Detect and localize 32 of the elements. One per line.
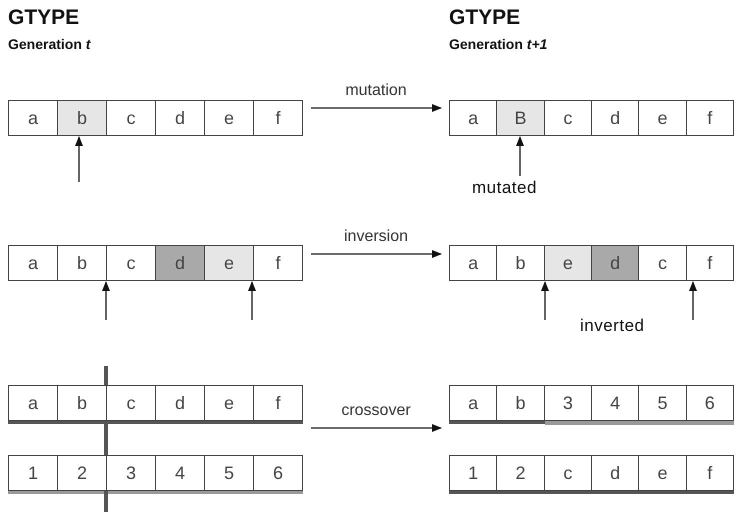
gene-cell: e: [544, 246, 591, 280]
subheading: Generation t+1: [449, 36, 548, 52]
arrow: [311, 104, 442, 112]
gene-cell: b: [57, 101, 106, 135]
annotation-text: inverted: [580, 316, 644, 336]
heading: GTYPE: [449, 6, 520, 30]
gene-row: [449, 245, 734, 281]
gene-row: [449, 385, 734, 421]
gene-cell: d: [590, 456, 638, 490]
gene-row: [8, 100, 303, 136]
arrow: [311, 424, 442, 432]
arrow: [102, 281, 110, 320]
gene-cell: d: [155, 246, 204, 280]
heading: GTYPE: [8, 6, 80, 30]
arrow: [516, 136, 524, 176]
arrow: [75, 136, 83, 182]
subheading: Generation t: [8, 36, 90, 52]
arrow: [541, 281, 549, 320]
gene-cell: d: [590, 101, 638, 135]
arrow: [689, 281, 697, 320]
gene-cell: 4: [590, 386, 638, 420]
arrow: [248, 281, 256, 320]
gene-row: [8, 245, 303, 281]
gene-row: [449, 100, 734, 136]
arrow: [311, 250, 442, 258]
gene-row: [8, 385, 303, 421]
gene-cell: B: [496, 101, 544, 135]
gene-row: [8, 455, 303, 491]
annotation-text: mutated: [472, 178, 537, 198]
gene-row: [449, 455, 734, 491]
gene-cell: e: [204, 246, 253, 280]
gene-cell: d: [590, 246, 638, 280]
